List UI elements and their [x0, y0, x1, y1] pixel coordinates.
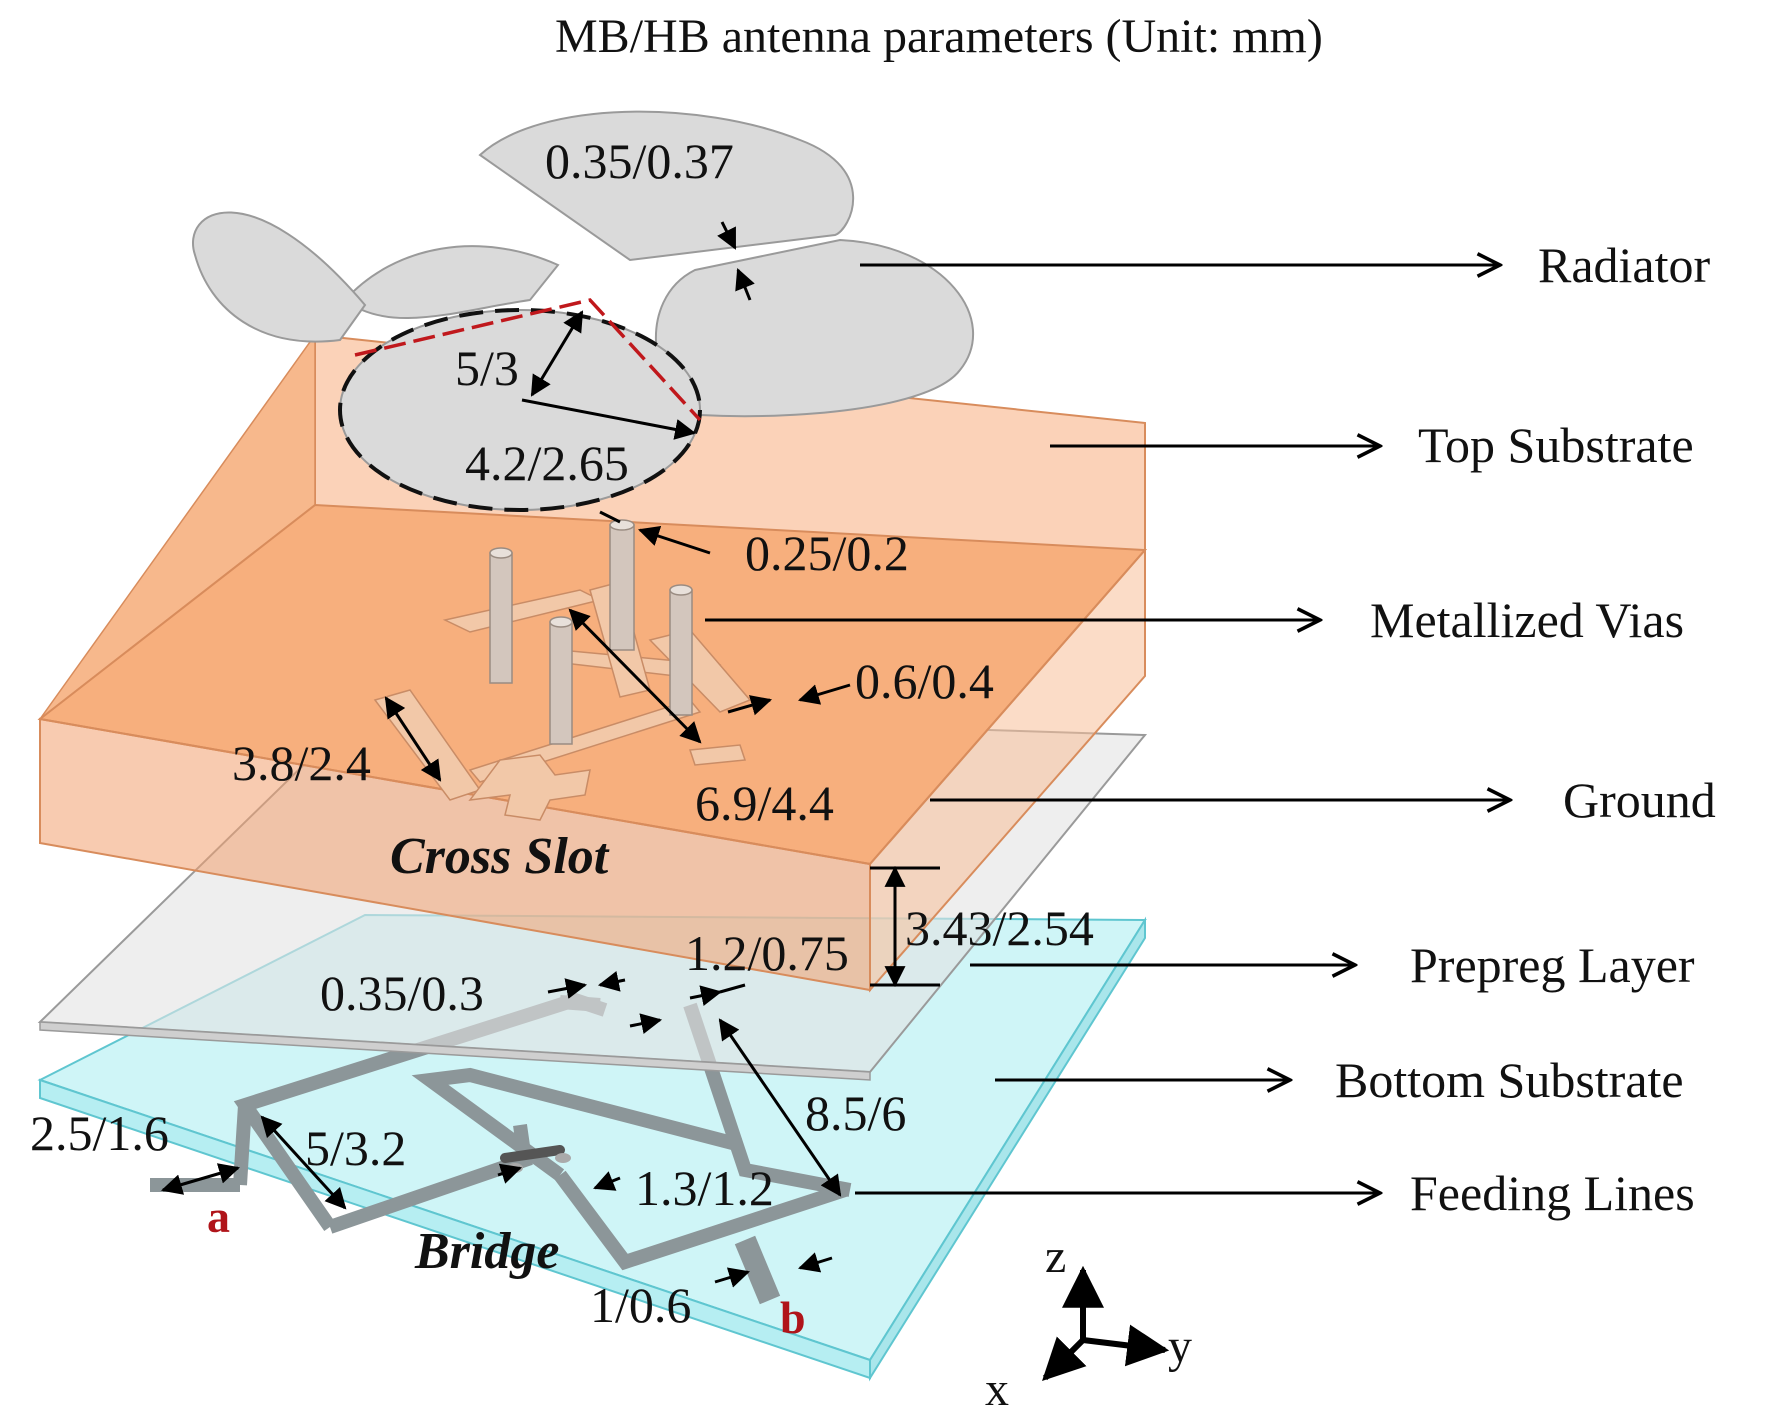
label-bottom-substrate: Bottom Substrate — [1335, 1052, 1684, 1108]
axis-y-label: y — [1168, 1320, 1192, 1373]
dim-patch-radius: 4.2/2.65 — [465, 435, 629, 491]
label-ground: Ground — [1563, 772, 1716, 828]
diagram-title: MB/HB antenna parameters (Unit: mm) — [555, 10, 1323, 63]
axis-z-label: z — [1045, 1230, 1066, 1283]
dim-port-width: 1/0.6 — [590, 1277, 691, 1333]
label-prepreg-layer: Prepreg Layer — [1410, 937, 1695, 993]
dimension-arrows — [160, 221, 940, 1288]
dim-line-gap: 1.2/0.75 — [685, 925, 849, 981]
dim-via-diameter: 0.25/0.2 — [745, 525, 909, 581]
dim-slot-arm: 3.8/2.4 — [232, 735, 371, 791]
dim-bridge-gap: 1.3/1.2 — [635, 1160, 774, 1216]
dim-feed-len-b: 8.5/6 — [805, 1085, 906, 1141]
label-metallized-vias: Metallized Vias — [1370, 592, 1684, 648]
dim-patch-gap: 0.35/0.37 — [545, 133, 734, 189]
axis-x-label: x — [985, 1363, 1009, 1412]
dim-patch-inner: 5/3 — [455, 340, 519, 396]
coordinate-axes — [1042, 1265, 1170, 1381]
radiator — [192, 110, 975, 511]
cross-slot-label: Cross Slot — [390, 828, 610, 885]
dim-feed-arm: 5/3.2 — [305, 1120, 406, 1176]
leader-lines — [705, 265, 1510, 1193]
dim-feed-len-a: 2.5/1.6 — [30, 1105, 169, 1161]
dim-substrate-height: 3.43/2.54 — [905, 900, 1094, 956]
dim-line-width-a: 0.35/0.3 — [320, 965, 484, 1021]
label-top-substrate: Top Substrate — [1418, 417, 1694, 473]
dim-slot-length: 6.9/4.4 — [695, 775, 834, 831]
port-a-label: a — [207, 1191, 230, 1242]
label-feeding-lines: Feeding Lines — [1410, 1165, 1695, 1221]
label-radiator: Radiator — [1538, 237, 1711, 293]
bridge-label: Bridge — [414, 1223, 559, 1280]
radiator-highlight — [338, 298, 702, 512]
dim-slot-width: 0.6/0.4 — [855, 653, 994, 709]
port-b-label: b — [780, 1292, 806, 1343]
